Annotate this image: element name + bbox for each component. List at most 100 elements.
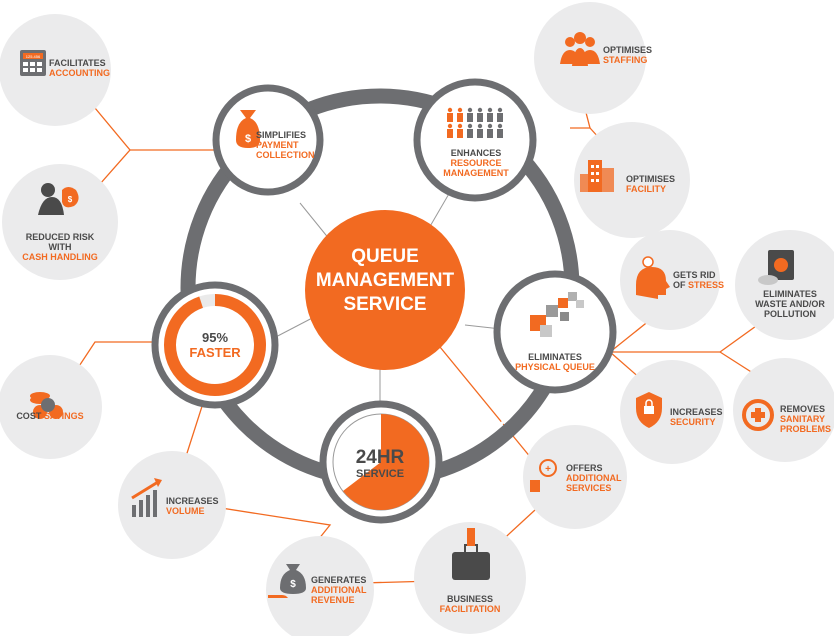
center-title-line-2: MANAGEMENT: [315, 270, 455, 291]
label-faster: 95% FASTER: [175, 330, 255, 360]
label-facility-1: OPTIMISES: [626, 174, 676, 184]
label-revenue: GENERATES ADDITIONAL REVENUE: [311, 575, 367, 605]
label-cost: COST SAVINGS: [5, 411, 95, 421]
center-title-line-1: QUEUE: [351, 246, 419, 267]
label-business-2: FACILITATION: [439, 604, 501, 614]
label-security-2: SECURITY: [670, 417, 716, 427]
calculator-display: 125.456: [26, 54, 41, 59]
label-volume-2: VOLUME: [166, 506, 205, 516]
label-sanitary-2: SANITARY: [780, 414, 825, 424]
label-cash-handling: REDUCED RISK WITH CASH HANDLING: [10, 232, 110, 262]
label-resource-1: ENHANCES: [450, 148, 502, 158]
label-payment-3: COLLECTION: [256, 150, 315, 160]
label-faster-value: 95%: [201, 330, 229, 345]
label-additional-services-1: OFFERS: [566, 463, 603, 473]
people-grid-icon: [447, 107, 503, 138]
medical-cross-icon: [742, 399, 774, 431]
svg-text:+: +: [545, 464, 551, 475]
label-physical-queue-1: ELIMINATES: [528, 352, 582, 362]
thief-icon: $: [38, 183, 79, 215]
coins-icon: [30, 392, 63, 419]
label-accounting-2: ACCOUNTING: [49, 68, 110, 78]
label-business-1: BUSINESS: [446, 594, 493, 604]
label-revenue-3: REVENUE: [311, 595, 355, 605]
hub-node-faster: [151, 281, 279, 409]
buildings-icon: [580, 160, 614, 192]
benefit-facility: [574, 122, 690, 238]
label-cash-handling-2: WITH: [48, 242, 72, 252]
hub-node-payment: $: [212, 84, 324, 196]
svg-text:$: $: [68, 195, 73, 204]
label-waste: ELIMINATES WASTE AND/OR POLLUTION: [742, 289, 834, 319]
magnifier-hand-icon: +: [530, 459, 557, 492]
label-24hr: 24HR SERVICE: [340, 447, 420, 481]
benefit-revenue: [266, 536, 374, 636]
hand-money-icon: $: [268, 564, 306, 598]
label-waste-1: ELIMINATES: [763, 289, 817, 299]
label-sanitary: REMOVES SANITARY PROBLEMS: [780, 404, 831, 434]
label-volume-1: INCREASES: [166, 496, 219, 506]
label-staffing-2: STAFFING: [603, 55, 648, 65]
money-bag-icon: $: [236, 110, 260, 148]
label-facility-2: FACILITY: [626, 184, 666, 194]
label-security: INCREASES SECURITY: [670, 407, 723, 427]
benefit-cash-handling: [2, 164, 118, 280]
center-title-line-3: SERVICE: [343, 294, 427, 315]
label-staffing: OPTIMISES STAFFING: [603, 45, 652, 65]
label-additional-services: OFFERS ADDITIONAL SERVICES: [566, 463, 622, 493]
label-stress-3: STRESS: [688, 280, 725, 290]
label-additional-services-2: ADDITIONAL: [566, 473, 622, 483]
label-stress-2: OF: [673, 280, 686, 290]
label-stress: GETS RID OF STRESS: [673, 270, 724, 290]
svg-text:$: $: [290, 579, 296, 590]
benefit-stress: [620, 230, 720, 330]
label-waste-2: WASTE AND/OR: [755, 299, 825, 309]
benefit-sanitary: [733, 358, 834, 462]
label-payment-1: SIMPLIFIES: [256, 130, 307, 140]
label-resource-2: RESOURCE: [450, 158, 502, 168]
benefit-security: [620, 360, 724, 464]
hub-node-24hr-service: [319, 400, 443, 524]
label-cash-handling-1: REDUCED RISK: [25, 232, 95, 242]
calculator-icon: [20, 50, 46, 76]
label-security-1: INCREASES: [670, 407, 723, 417]
benefit-waste: [735, 230, 834, 340]
label-cash-handling-3: CASH HANDLING: [22, 252, 98, 262]
center-title: QUEUE MANAGEMENT SERVICE: [305, 245, 465, 317]
faster-progress-ring: [164, 294, 266, 396]
label-staffing-1: OPTIMISES: [603, 45, 653, 55]
label-sanitary-1: REMOVES: [780, 404, 826, 414]
label-resource: ENHANCES RESOURCE MANAGEMENT: [430, 148, 522, 178]
bar-chart-up-icon: [131, 478, 162, 517]
label-accounting: FACILITATES ACCOUNTING: [49, 58, 110, 78]
head-icon: [636, 256, 670, 299]
label-volume: INCREASES VOLUME: [166, 496, 219, 516]
label-physical-queue: ELIMINATES PHYSICAL QUEUE: [505, 352, 605, 372]
label-sanitary-3: PROBLEMS: [780, 424, 832, 434]
briefcase-icon: [452, 528, 490, 580]
label-additional-services-3: SERVICES: [566, 483, 612, 493]
label-physical-queue-2: PHYSICAL QUEUE: [515, 362, 595, 372]
label-payment-2: PAYMENT: [256, 140, 299, 150]
label-resource-3: MANAGEMENT: [443, 168, 509, 178]
label-cost-2: SAVINGS: [43, 411, 84, 421]
benefit-additional-services: [523, 425, 627, 529]
label-cost-1: COST: [16, 411, 42, 421]
cubes-icon: [530, 292, 584, 337]
label-24hr-big: 24HR: [355, 447, 405, 468]
benefit-accounting: [0, 14, 111, 126]
clock-dial-icon: [343, 414, 429, 510]
label-accounting-1: FACILITATES: [49, 58, 106, 68]
label-faster-word: FASTER: [189, 345, 241, 360]
label-stress-1: GETS RID: [673, 270, 716, 280]
label-waste-3: POLLUTION: [764, 309, 816, 319]
label-business: BUSINESS FACILITATION: [425, 594, 515, 614]
center-circle: [305, 210, 465, 370]
hub-node-physical-queue: [493, 270, 617, 394]
svg-text:$: $: [245, 133, 251, 145]
team-icon: [560, 32, 600, 66]
label-payment: SIMPLIFIES PAYMENT COLLECTION: [256, 130, 315, 160]
benefit-volume: [118, 451, 226, 559]
recycle-bin-icon: [758, 250, 794, 285]
